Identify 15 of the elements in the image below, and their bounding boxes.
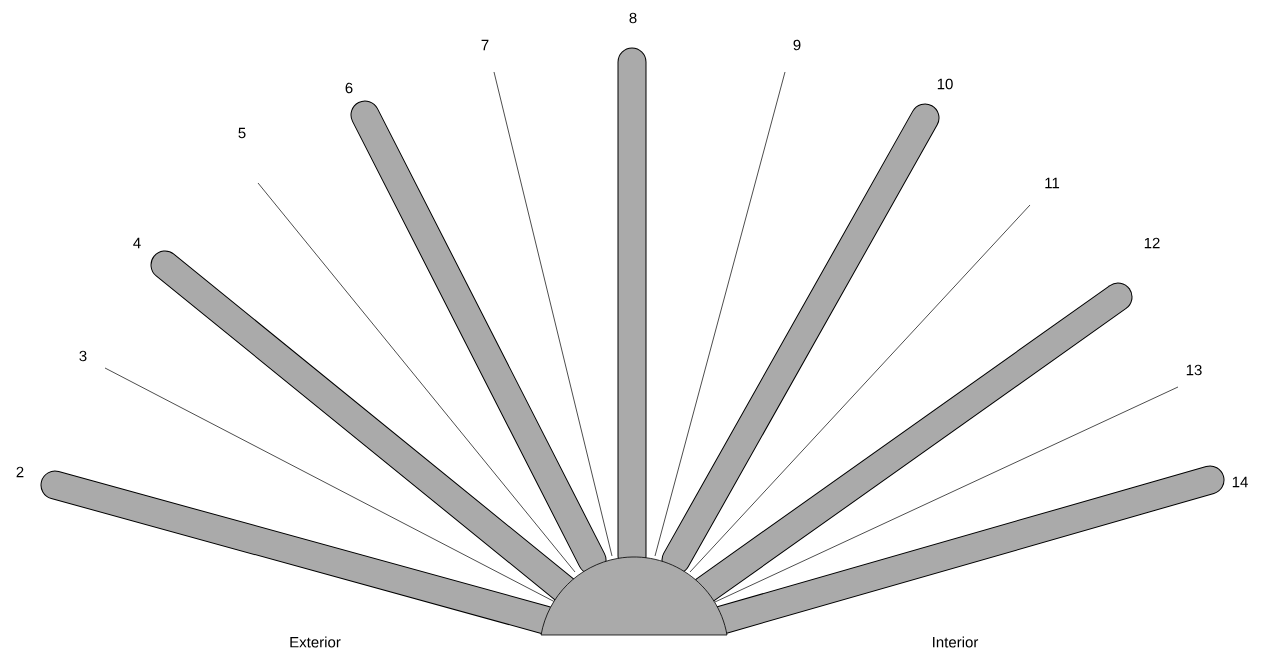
position-number: 12 [1144, 237, 1160, 249]
position-number: 5 [238, 127, 246, 139]
position-number: 13 [1186, 364, 1202, 376]
position-number: 14 [1232, 476, 1248, 488]
position-number: 2 [16, 466, 24, 478]
position-number: 9 [793, 39, 801, 51]
position-number: 10 [937, 78, 953, 90]
position-number: 11 [1045, 177, 1060, 189]
position-number: 4 [133, 237, 141, 249]
position-number: 6 [345, 82, 353, 94]
position-number: 8 [629, 12, 637, 24]
side-label: Exterior [290, 636, 341, 648]
position-number: 7 [481, 39, 489, 51]
position-number: 3 [79, 350, 87, 362]
side-label: Interior [933, 636, 979, 648]
